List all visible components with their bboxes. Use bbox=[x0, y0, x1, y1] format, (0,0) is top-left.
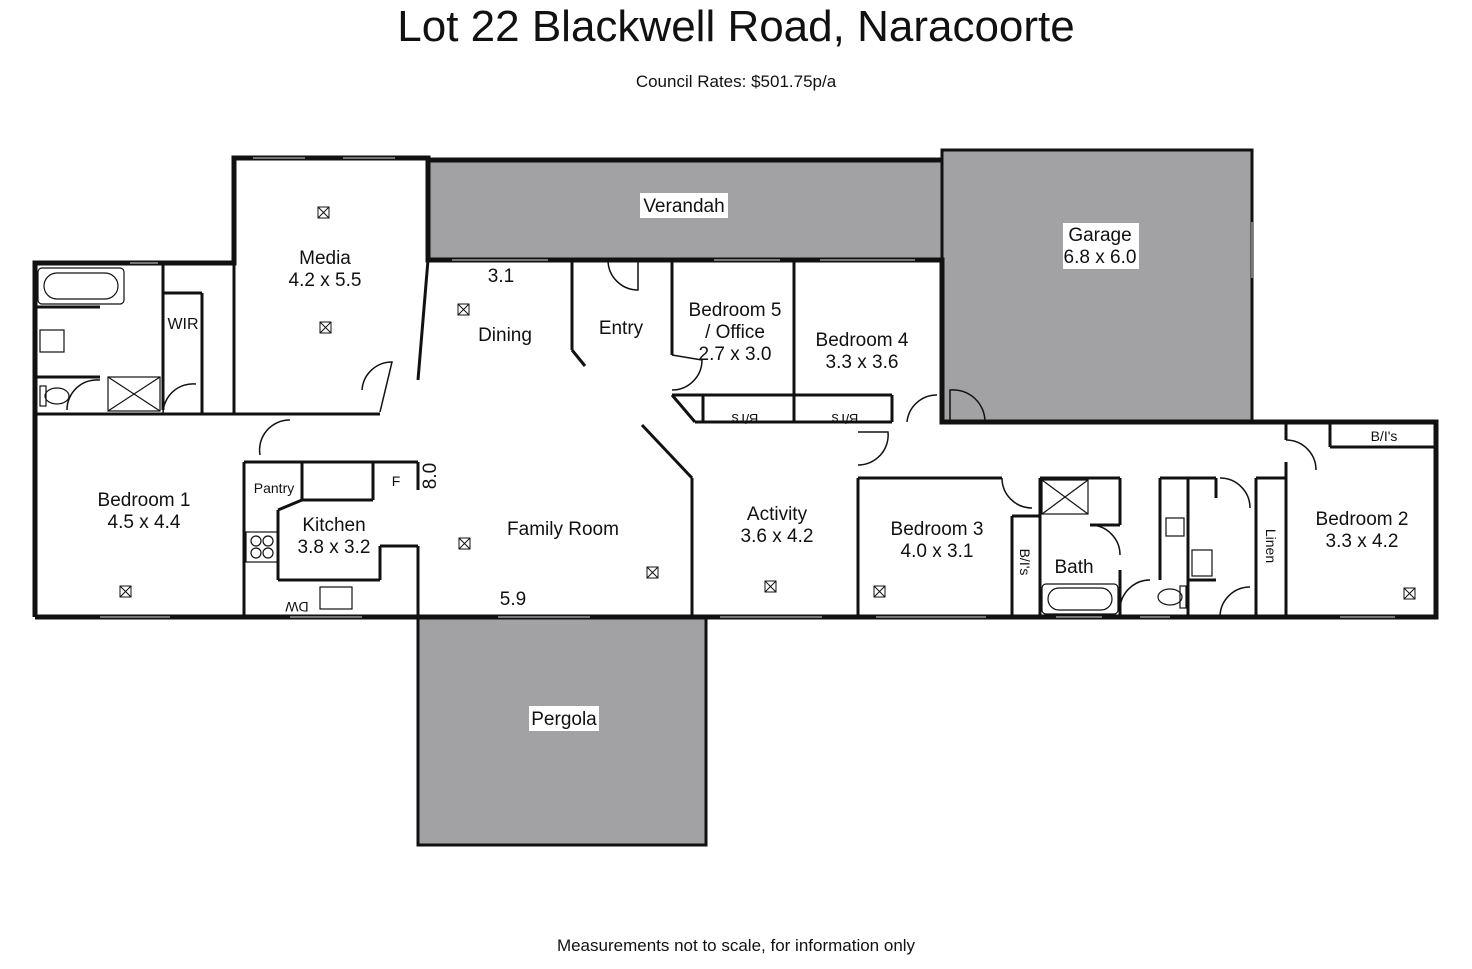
bedroom-2-label: Bedroom 2 bbox=[1316, 509, 1409, 530]
activity-size: 3.6 x 4.2 bbox=[741, 526, 814, 547]
entry-label: Entry bbox=[599, 318, 644, 339]
linen-label: Linen bbox=[1263, 529, 1279, 563]
media-size: 4.2 x 5.5 bbox=[289, 270, 362, 291]
light-markers bbox=[119, 206, 1416, 600]
pergola-label: Pergola bbox=[531, 709, 597, 730]
fixtures bbox=[37, 267, 1213, 615]
media-label: Media bbox=[299, 248, 351, 269]
kitchen-size: 3.8 x 3.2 bbox=[298, 537, 371, 558]
doors bbox=[66, 259, 1317, 618]
wir-label: WIR bbox=[167, 316, 198, 333]
activity-label: Activity bbox=[747, 504, 808, 525]
bedroom-5-office-label: / Office bbox=[705, 322, 765, 343]
family-dimension-horizontal: 5.9 bbox=[500, 589, 526, 610]
family-room-label: Family Room bbox=[507, 519, 619, 540]
bedroom-4-size: 3.3 x 3.6 bbox=[826, 352, 899, 373]
builtins-bedroom-5: B/I's bbox=[732, 411, 759, 427]
bedroom-1-label: Bedroom 1 bbox=[98, 490, 191, 511]
bedroom-1-size: 4.5 x 4.4 bbox=[108, 512, 181, 533]
bedroom-5-label: Bedroom 5 bbox=[689, 300, 782, 321]
builtins-bedroom-2: B/I's bbox=[1371, 428, 1398, 444]
bath-label: Bath bbox=[1054, 557, 1093, 578]
bedroom-3-size: 4.0 x 3.1 bbox=[901, 541, 974, 562]
bedroom-5-size: 2.7 x 3.0 bbox=[699, 344, 772, 365]
garage-area bbox=[940, 148, 1254, 424]
dining-label: Dining bbox=[478, 325, 532, 346]
garage-label: Garage bbox=[1068, 225, 1131, 246]
dining-dimension: 3.1 bbox=[488, 266, 514, 287]
page-title: Lot 22 Blackwell Road, Naracoorte bbox=[397, 2, 1075, 51]
dishwasher-label: DW bbox=[285, 599, 309, 615]
fridge-label: F bbox=[392, 473, 401, 489]
verandah-label: Verandah bbox=[643, 196, 724, 217]
windows bbox=[100, 157, 1395, 618]
family-dimension-vertical: 8.0 bbox=[420, 463, 441, 489]
builtins-bedroom-3: B/I's bbox=[1017, 549, 1033, 576]
interior-walls bbox=[35, 259, 1436, 617]
bedroom-4-label: Bedroom 4 bbox=[816, 330, 909, 351]
kitchen-label: Kitchen bbox=[302, 515, 365, 536]
disclaimer: Measurements not to scale, for informati… bbox=[556, 936, 916, 955]
garage-size: 6.8 x 6.0 bbox=[1064, 247, 1137, 268]
builtins-bedroom-4: B/I's bbox=[832, 411, 859, 427]
bedroom-2-size: 3.3 x 4.2 bbox=[1326, 531, 1399, 552]
pantry-label: Pantry bbox=[254, 480, 294, 496]
council-rates: Council Rates: $501.75p/a bbox=[635, 72, 837, 91]
bedroom-3-label: Bedroom 3 bbox=[891, 519, 984, 540]
